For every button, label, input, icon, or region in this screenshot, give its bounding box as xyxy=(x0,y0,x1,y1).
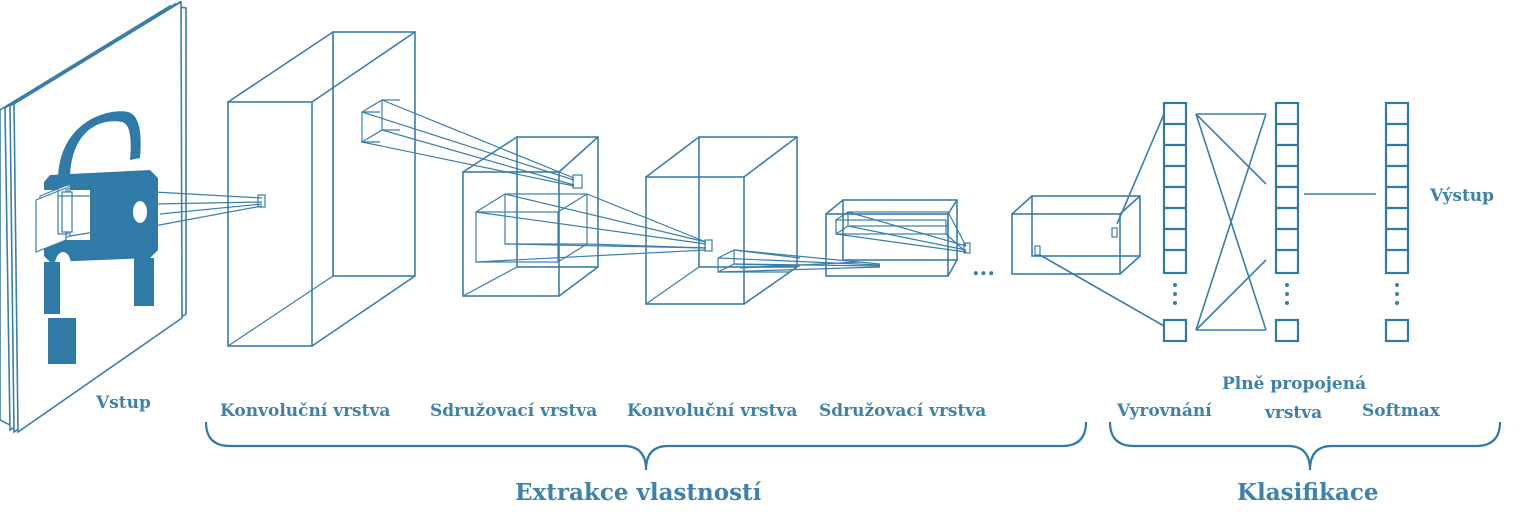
classification-title: Klasifikace xyxy=(1237,479,1379,506)
pool1-volume xyxy=(462,136,599,297)
label-pool2: Sdružovací vrstva xyxy=(819,401,986,421)
feature-extraction-title: Extrakce vlastností xyxy=(515,479,762,506)
projection-input-to-conv1 xyxy=(153,191,266,227)
projection-to-flatten xyxy=(1039,113,1165,327)
label-pool1: Sdružovací vrstva xyxy=(430,401,597,421)
projection-conv2-to-pool2 xyxy=(717,249,881,273)
label-input: Vstup xyxy=(95,393,151,413)
label-fc-line2: vrstva xyxy=(1264,403,1322,423)
conv2-volume xyxy=(645,136,801,305)
label-softmax: Softmax xyxy=(1362,401,1441,421)
label-output: Výstup xyxy=(1429,186,1494,206)
projection-conv1-to-pool1 xyxy=(361,99,583,189)
conv1-volume xyxy=(227,31,416,347)
projection-pool1-to-conv2 xyxy=(475,193,713,263)
softmax-column xyxy=(1384,101,1410,343)
projection-pool2-to-next xyxy=(835,211,971,254)
feature-extraction-brace xyxy=(204,421,1088,471)
fc-connections xyxy=(1195,113,1267,331)
label-fc-line1: Plně propojená xyxy=(1222,374,1366,394)
label-flatten: Vyrovnání xyxy=(1116,401,1212,421)
label-conv1: Konvoluční vrstva xyxy=(220,401,390,421)
label-conv2: Konvoluční vrstva xyxy=(627,401,797,421)
last-feature-volume xyxy=(1011,195,1141,275)
input-patch xyxy=(35,183,96,253)
ellipsis-text: ... xyxy=(972,255,995,281)
conv1-patch xyxy=(361,98,400,144)
fc-column xyxy=(1274,101,1300,343)
classification-brace xyxy=(1108,421,1502,471)
flatten-column xyxy=(1162,101,1188,343)
